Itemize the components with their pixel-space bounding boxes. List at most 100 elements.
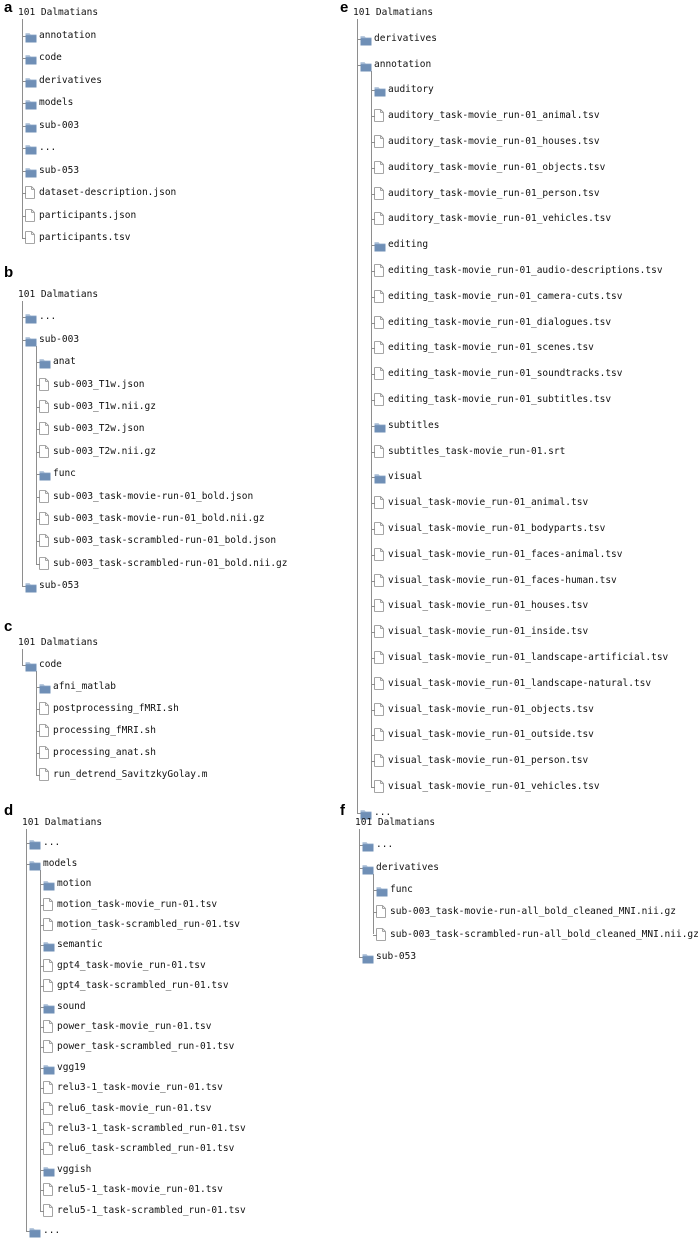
folder-label: semantic bbox=[57, 939, 103, 951]
file-icon bbox=[39, 422, 49, 440]
file-icon bbox=[374, 573, 384, 592]
tree-root-label: 101 Dalmatians bbox=[18, 637, 99, 648]
file-icon bbox=[39, 489, 49, 508]
folder-label: editing bbox=[388, 239, 429, 251]
folder-icon bbox=[25, 120, 37, 138]
file-label: subtitles_task-movie_run-01.srt bbox=[388, 445, 566, 457]
file-label: visual_task-movie_run-01_bodyparts.tsv bbox=[388, 523, 606, 534]
tree-connector bbox=[371, 400, 375, 401]
file-label: sub-003_task-movie-run-all_bold_cleaned_… bbox=[390, 906, 676, 918]
folder-icon bbox=[362, 862, 374, 880]
tree-connector bbox=[371, 735, 375, 737]
panel-letter: b bbox=[4, 264, 14, 281]
tree-connector bbox=[40, 1027, 44, 1028]
tree-connector bbox=[26, 1231, 30, 1232]
file-label: visual_task-movie_run-01_inside.tsv bbox=[388, 626, 589, 638]
file-label: visual_task-movie_run-01_animal.tsv bbox=[388, 497, 589, 509]
tree-connector bbox=[22, 170, 26, 172]
panel-letter: d bbox=[4, 802, 14, 819]
folder-label: models bbox=[39, 97, 74, 108]
file-icon bbox=[374, 522, 384, 540]
tree-connector bbox=[40, 1190, 44, 1192]
folder-icon bbox=[360, 33, 372, 51]
file-icon bbox=[374, 702, 384, 721]
file-icon bbox=[43, 1122, 53, 1140]
folder-icon bbox=[362, 951, 374, 969]
file-label: editing_task-movie_run-01_camera-cuts.ts… bbox=[388, 290, 623, 302]
tree-connector bbox=[36, 345, 37, 564]
tree-connector bbox=[26, 843, 30, 845]
file-icon bbox=[374, 109, 384, 127]
file-icon bbox=[39, 512, 49, 530]
file-icon bbox=[39, 724, 49, 742]
folder-icon bbox=[43, 878, 55, 896]
folder-icon bbox=[43, 1164, 55, 1182]
folder-icon bbox=[25, 30, 37, 48]
file-label: sub-003_T1w.nii.gz bbox=[53, 401, 156, 412]
file-icon bbox=[25, 186, 35, 204]
tree-connector bbox=[371, 529, 375, 530]
folder-label: motion bbox=[57, 878, 92, 890]
file-label: gpt4_task-movie_run-01.tsv bbox=[57, 959, 206, 971]
tree-connector bbox=[22, 238, 26, 239]
folder-label: afni_matlab bbox=[53, 681, 116, 692]
tree-connector bbox=[36, 362, 40, 364]
file-icon bbox=[376, 905, 386, 923]
file-label: sub-003_task-scrambled-run-01_bold.nii.g… bbox=[53, 557, 288, 569]
tree-connector bbox=[40, 1149, 44, 1151]
tree-connector bbox=[22, 317, 26, 319]
file-label: relu3-1_task-scrambled_run-01.tsv bbox=[57, 1123, 246, 1134]
folder-label: derivatives bbox=[39, 74, 102, 86]
tree-connector bbox=[371, 167, 375, 169]
file-icon bbox=[374, 393, 384, 411]
tree-connector bbox=[40, 986, 44, 988]
file-label: motion_task-movie_run-01.tsv bbox=[57, 898, 218, 910]
file-label: auditory_task-movie_run-01_vehicles.tsv bbox=[388, 213, 612, 225]
folder-icon bbox=[360, 807, 372, 825]
folder-icon bbox=[362, 839, 374, 857]
tree-connector bbox=[40, 1210, 44, 1212]
tree-connector bbox=[36, 384, 40, 386]
tree-connector bbox=[36, 775, 40, 776]
file-icon bbox=[43, 897, 53, 916]
tree-root-label: 101 Dalmatians bbox=[18, 289, 99, 300]
tree-connector bbox=[36, 563, 40, 565]
tree-connector bbox=[22, 339, 26, 341]
file-icon bbox=[43, 1020, 53, 1038]
tree-connector bbox=[22, 80, 26, 82]
file-icon bbox=[374, 160, 384, 179]
file-label: sub-003_T2w.json bbox=[53, 423, 145, 435]
file-label: editing_task-movie_run-01_audio-descript… bbox=[388, 265, 663, 276]
tree-connector bbox=[371, 348, 375, 350]
folder-label: ... bbox=[39, 142, 57, 153]
tree-connector bbox=[40, 945, 44, 947]
file-label: run_detrend_SavitzkyGolay.m bbox=[53, 769, 208, 780]
folder-icon bbox=[360, 59, 372, 77]
file-label: visual_task-movie_run-01_person.tsv bbox=[388, 755, 589, 767]
file-icon bbox=[374, 367, 384, 385]
tree-connector bbox=[371, 580, 375, 582]
tree-connector bbox=[36, 731, 40, 732]
folder-label: sub-053 bbox=[39, 164, 80, 176]
file-icon bbox=[39, 556, 49, 575]
tree-connector bbox=[371, 193, 375, 195]
file-icon bbox=[374, 599, 384, 617]
tree-connector bbox=[22, 58, 26, 59]
file-label: editing_task-movie_run-01_subtitles.tsv bbox=[388, 394, 612, 405]
tree-connector bbox=[371, 451, 375, 453]
file-label: editing_task-movie_run-01_soundtracks.ts… bbox=[388, 368, 623, 380]
folder-label: ... bbox=[43, 837, 61, 849]
file-icon bbox=[39, 400, 49, 418]
file-label: postprocessing_fMRI.sh bbox=[53, 703, 179, 714]
folder-icon bbox=[29, 837, 41, 855]
tree-connector bbox=[373, 934, 377, 936]
file-label: visual_task-movie_run-01_vehicles.tsv bbox=[388, 781, 600, 792]
file-icon bbox=[374, 496, 384, 514]
tree-connector bbox=[357, 812, 361, 814]
tree-connector bbox=[40, 869, 41, 1211]
folder-icon bbox=[25, 97, 37, 115]
file-icon bbox=[39, 746, 49, 764]
folder-icon bbox=[25, 311, 37, 329]
tree-connector bbox=[40, 1108, 44, 1110]
file-label: editing_task-movie_run-01_scenes.tsv bbox=[388, 342, 594, 354]
